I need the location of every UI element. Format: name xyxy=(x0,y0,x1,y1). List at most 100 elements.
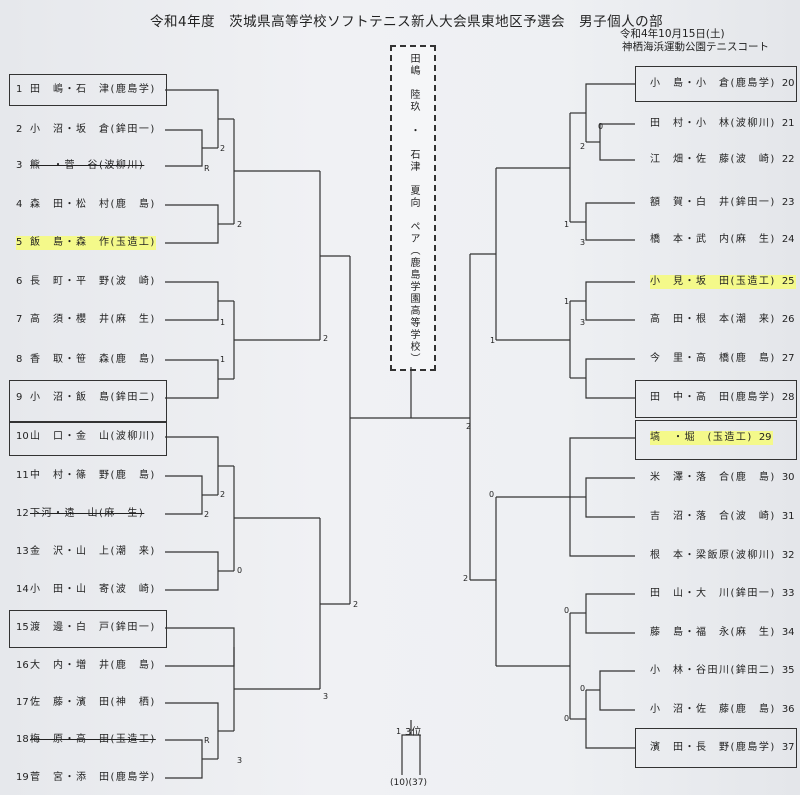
entry-left-17: 17佐 藤・濱 田(神 栖) xyxy=(16,697,156,708)
entry-box xyxy=(635,420,797,460)
score: R xyxy=(204,736,210,745)
bracket-line xyxy=(165,627,235,667)
entry-right-23: 額 賀・白 井(鉾田一)23 xyxy=(650,197,795,208)
bracket-line xyxy=(165,129,203,167)
score: 2 xyxy=(323,334,329,343)
bracket-line xyxy=(165,551,219,591)
entry-right-22: 江 畑・佐 藤(波 崎)22 xyxy=(650,154,795,165)
entry-box xyxy=(9,74,167,106)
entry-box xyxy=(9,610,167,648)
champion-name: 田嶋 陸玖 ・ 石津 夏向 ペア（鹿島学園高等学校） xyxy=(408,53,419,365)
score: 2 xyxy=(220,490,226,499)
entry-right-26: 高 田・根 本(潮 来)26 xyxy=(650,314,795,325)
entry-right-37: 濱 田・長 野(鹿島学)37 xyxy=(650,742,795,753)
score: 0 xyxy=(564,714,570,723)
bracket-line xyxy=(599,123,635,161)
entry-left-13: 13金 沢・山 上(潮 来) xyxy=(16,546,156,557)
score: 1 xyxy=(220,318,226,327)
entry-right-30: 米 澤・落 合(鹿 島)30 xyxy=(650,472,795,483)
entry-right-25: 小 見・坂 田(玉造工)25 xyxy=(650,275,796,289)
entry-right-32: 根 本・梁飯原(波柳川)32 xyxy=(650,550,795,561)
entry-right-20: 小 島・小 倉(鹿島学)20 xyxy=(650,78,795,89)
bracket-line xyxy=(585,690,635,749)
bracket-line xyxy=(165,436,219,495)
tournament-date: 令和4年10月15日(土) xyxy=(620,28,725,40)
entry-box xyxy=(635,66,797,102)
entry-right-31: 吉 沼・落 合(波 崎)31 xyxy=(650,511,795,522)
bracket-line xyxy=(585,281,635,321)
score: 1 xyxy=(490,336,496,345)
entry-box xyxy=(9,422,167,456)
bracket-line xyxy=(585,202,635,241)
entry-right-34: 藤 島・福 永(麻 生)34 xyxy=(650,627,795,638)
bracket-line xyxy=(585,593,635,634)
bracket-line xyxy=(165,359,219,399)
score: 3 xyxy=(580,238,586,247)
bracket-line xyxy=(599,670,635,711)
third-place-label: 3位 xyxy=(405,727,422,738)
entry-box xyxy=(9,380,167,422)
entry-left-12: 12下河・遠 山(麻 生) xyxy=(16,508,145,519)
score: 3 xyxy=(580,318,586,327)
entry-box xyxy=(635,728,797,768)
entry-right-24: 橋 本・武 内(麻 生)24 xyxy=(650,234,795,245)
third-place-result: (10)(37) xyxy=(390,778,427,788)
bracket-line xyxy=(585,477,635,518)
bracket-line xyxy=(165,204,219,244)
score: 1 xyxy=(396,727,402,736)
score: 2 xyxy=(220,144,226,153)
entry-right-27: 今 里・高 橋(鹿 島)27 xyxy=(650,353,795,364)
bracket-line xyxy=(165,739,203,779)
bracket-line xyxy=(585,83,635,142)
bracket-line xyxy=(165,702,219,759)
score: 0 xyxy=(564,606,570,615)
third-place-line xyxy=(401,734,421,775)
score: 0 xyxy=(489,490,495,499)
entry-left-14: 14小 田・山 寄(波 崎) xyxy=(16,584,156,595)
score: 2 xyxy=(237,220,243,229)
score: 2 xyxy=(463,574,469,583)
entry-left-10: 10山 口・金 山(波柳川) xyxy=(16,431,156,442)
score: 2 xyxy=(466,422,472,431)
score: 2 xyxy=(580,142,586,151)
bracket-line xyxy=(165,281,219,321)
score: 1 xyxy=(564,220,570,229)
entry-left-11: 11中 村・篠 野(鹿 島) xyxy=(16,470,156,481)
champion-box: 田嶋 陸玖 ・ 石津 夏向 ペア（鹿島学園高等学校） xyxy=(390,45,436,371)
tournament-venue: 神栖海浜運動公園テニスコート xyxy=(622,41,769,53)
score: 1 xyxy=(564,297,570,306)
score: 0 xyxy=(237,566,243,575)
entry-right-35: 小 林・谷田川(鉾田二)35 xyxy=(650,665,795,676)
entry-left-19: 19菅 宮・添 田(鹿島学) xyxy=(16,772,156,783)
entry-left-18: 18梅 原・高 田(玉造工) xyxy=(16,734,156,745)
page-title: 令和4年度 茨城県高等学校ソフトテニス新人大会県東地区予選会 男子個人の部 xyxy=(150,14,664,30)
score: 3 xyxy=(323,692,329,701)
entry-right-21: 田 村・小 林(波柳川)21 xyxy=(650,118,795,129)
entry-right-33: 田 山・大 川(鉾田一)33 xyxy=(650,588,795,599)
score: 0 xyxy=(580,684,586,693)
bracket-line xyxy=(585,358,635,399)
entry-right-29: 塙 ・堀 (玉造工)29 xyxy=(650,431,773,445)
bracket-line xyxy=(165,475,203,515)
entry-right-36: 小 沼・佐 藤(鹿 島)36 xyxy=(650,704,795,715)
entry-left-16: 16大 内・増 井(鹿 島) xyxy=(16,660,156,671)
entry-right-28: 田 中・高 田(鹿島学)28 xyxy=(650,392,795,403)
entry-box xyxy=(635,380,797,418)
score: R xyxy=(204,164,210,173)
score: 3 xyxy=(237,756,243,765)
score: 2 xyxy=(204,510,210,519)
score: 0 xyxy=(598,122,604,131)
score: 1 xyxy=(220,355,226,364)
bracket-line xyxy=(165,89,219,148)
